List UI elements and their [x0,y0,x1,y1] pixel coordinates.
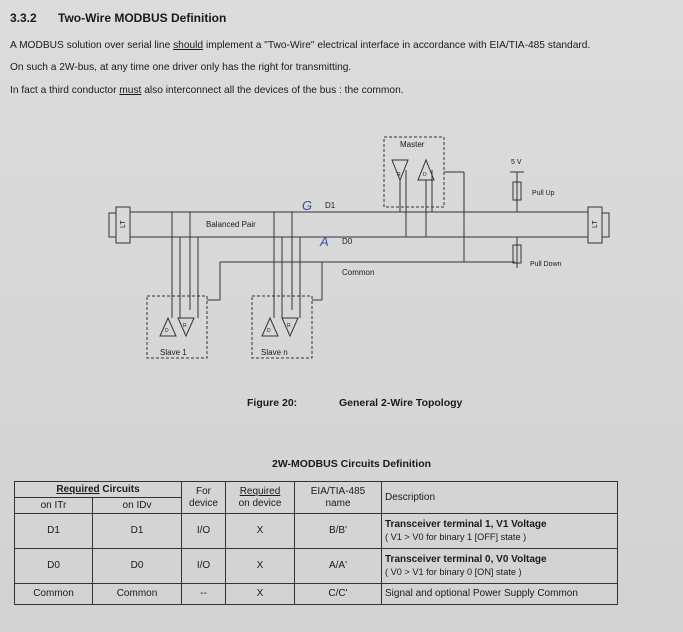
lt-left-leads [130,211,135,238]
slave-n-receiver-letter: R [287,323,291,329]
lt-left-label: LT [120,220,127,228]
paragraph-2: On such a 2W-bus, at any time one driver… [10,62,352,73]
header-required-rest: Circuits [99,483,140,495]
cell-required: X [225,513,295,549]
d1-label: D1 [325,201,336,210]
description-sub: ( V0 > V1 for binary 0 [ON] state ) [385,567,522,577]
lt-right-label: LT [592,220,599,228]
master-label: Master [400,140,425,149]
voltage-label: 5 V [511,159,522,166]
cell-eia: B/B' [294,513,382,549]
lt-right-bracket [602,212,610,238]
cell-required: X [225,583,295,605]
lt-left-bracket [108,212,116,238]
pull-up-label: Pull Up [532,190,555,197]
header-on-idv: on IDv [92,497,182,514]
paragraph-1-emphasis: should [173,40,204,51]
cell-for-device: I/O [181,548,226,584]
cell-eia: C/C' [294,583,382,605]
handwritten-d0-mark: A [319,234,329,249]
header-for-device-1: For [196,485,211,497]
cell-description: Signal and optional Power Supply Common [381,583,618,605]
header-required-circuits: Required Circuits [14,481,182,498]
paragraph-1-text-b: implement a "Two-Wire" electrical interf… [203,40,591,51]
handwritten-d1-mark: G [302,198,312,213]
cell-description: Transceiver terminal 1, V1 Voltage ( V1 >… [381,513,618,549]
header-required-emph: Required [56,483,100,495]
section-title: Two-Wire MODBUS Definition [58,11,227,25]
table-title: 2W-MODBUS Circuits Definition [272,458,432,470]
cell-idv: Common [92,583,182,605]
master-receiver-letter: R [397,172,401,178]
description-sub: ( V1 > V0 for binary 1 [OFF] state ) [385,532,527,542]
cell-eia: A/A' [294,548,382,584]
figure-title: General 2-Wire Topology [339,397,463,409]
topology-diagram: Master 5 V Pull Up Pull Down D1 D0 Balan… [108,136,610,359]
cell-idv: D1 [92,513,182,549]
paragraph-3-text-b: also interconnect all the devices of the… [141,85,404,96]
paragraph-1-text-a: A MODBUS solution over serial line [10,40,174,51]
figure-number: Figure 20: [247,397,298,409]
balanced-pair-label: Balanced Pair [206,220,256,229]
cell-for-device: -- [181,583,226,605]
table-row: D0 D0 I/O X A/A' Transceiver terminal 0,… [14,548,618,584]
header-required-on-device-2: on device [238,497,282,509]
d0-label: D0 [342,237,353,246]
cell-for-device: I/O [181,513,226,549]
cell-itr: D1 [14,513,93,549]
header-on-itr: on ITr [14,497,93,514]
slave-1-receiver-symbol [177,317,195,338]
pull-down-resistor [512,244,522,264]
slave-1-driver-symbol [159,316,177,337]
table-row: D1 D1 I/O X B/B' Transceiver terminal 1,… [14,513,618,549]
paragraph-3-emphasis: must [119,85,142,96]
table-row: Common Common -- X C/C' Signal and optio… [14,583,618,605]
paragraph-1: A MODBUS solution over serial line shoul… [10,40,590,51]
slave-n-receiver-symbol [281,317,299,338]
slave-n-driver-letter: D [267,328,271,334]
pull-up-resistor [512,181,522,201]
common-label: Common [342,268,374,277]
lt-right-leads [583,211,588,238]
master-driver-letter: D [423,172,427,178]
slave-1-driver-letter: D [165,328,169,334]
cell-itr: D0 [14,548,93,584]
description-main: Transceiver terminal 0, V0 Voltage [385,554,547,565]
description-main: Transceiver terminal 1, V1 Voltage [385,519,547,530]
slave-1-receiver-letter: R [183,323,187,329]
slave-1-box [146,295,208,359]
paragraph-3-text-a: In fact a third conductor [10,85,120,96]
cell-required: X [225,548,295,584]
slave-n-driver-symbol [261,316,279,337]
slave-n-label: Slave n [261,348,288,357]
master-receiver-symbol [391,159,409,182]
section-number: 3.3.2 [10,11,37,25]
cell-description: Transceiver terminal 0, V0 Voltage ( V0 >… [381,548,618,584]
cell-itr: Common [14,583,93,605]
slave-1-label: Slave 1 [160,348,187,357]
pull-down-label: Pull Down [530,261,562,268]
header-eia-1: EIA/TIA-485 [310,485,366,497]
lt-left-box [115,206,131,244]
section-heading: 3.3.2 Two-Wire MODBUS Definition [10,11,226,25]
header-eia-2: name [325,497,351,509]
header-description: Description [381,481,618,514]
header-required-on-device-1: Required [239,485,281,497]
cell-idv: D0 [92,548,182,584]
lt-right-box [587,206,603,244]
paragraph-3: In fact a third conductor must also inte… [10,85,404,96]
header-for-device-2: device [189,497,218,509]
